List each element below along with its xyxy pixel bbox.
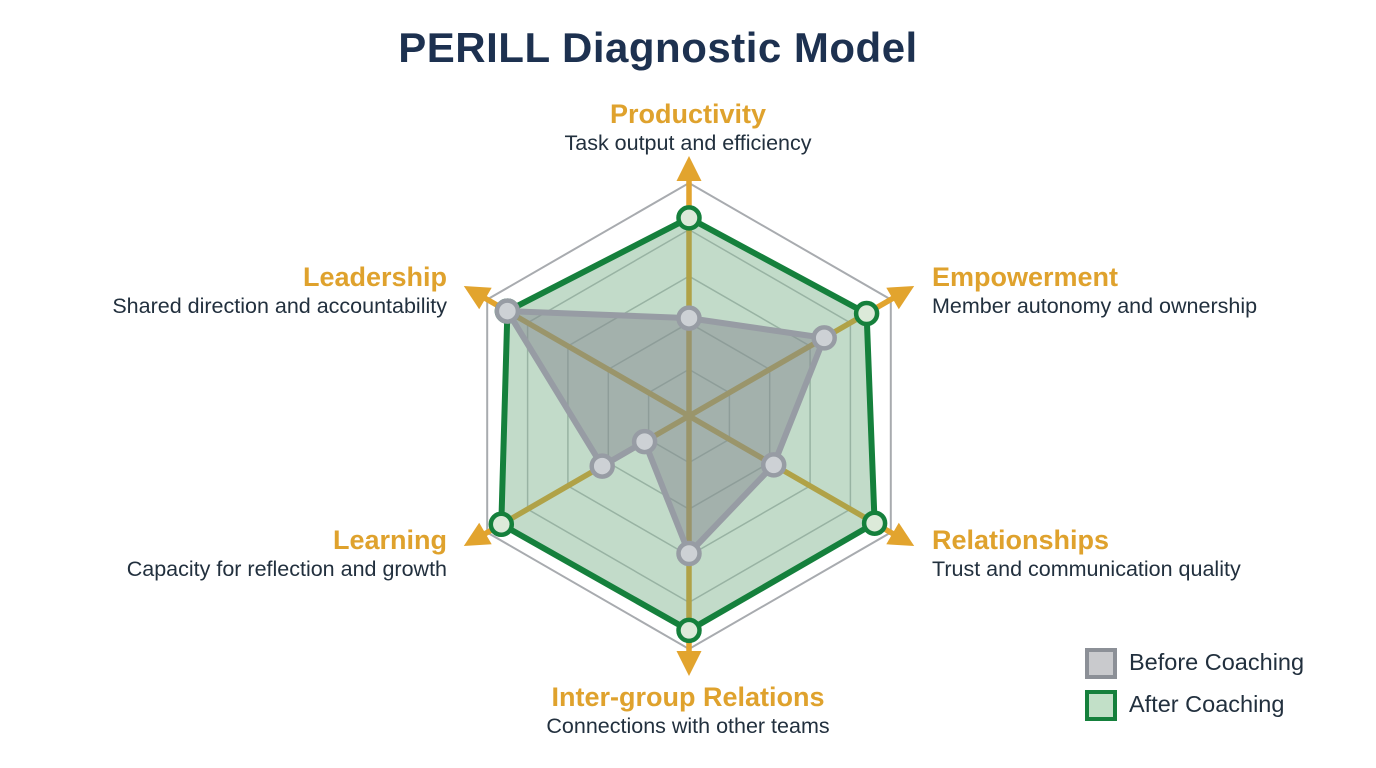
legend-item-after-coaching: After Coaching	[1085, 689, 1304, 721]
axis-arrowhead	[886, 522, 915, 546]
axis-title: Inter-group Relations	[551, 682, 825, 712]
legend: Before Coaching After Coaching	[1085, 647, 1304, 731]
data-point	[494, 298, 521, 324]
data-point	[631, 428, 658, 455]
axis-label-empowerment: Empowerment Member autonomy and ownershi…	[932, 261, 1257, 320]
data-point	[676, 305, 702, 331]
axis-arrowhead	[463, 522, 492, 546]
series-polygon-before-coaching	[504, 308, 828, 557]
data-point	[760, 452, 787, 478]
axis-label-inter-group-relations: Inter-group Relations Connections with o…	[546, 681, 829, 740]
axis-title: Productivity	[609, 99, 767, 129]
data-point	[676, 205, 702, 231]
axis-title: Leadership	[302, 262, 447, 292]
page-title: PERILL Diagnostic Model	[398, 24, 918, 71]
axis-subtitle: Capacity for reflection and growth	[126, 557, 447, 581]
data-point	[589, 453, 615, 479]
axis-subtitle: Connections with other teams	[546, 714, 830, 738]
legend-swatch-before-coaching	[1085, 647, 1117, 679]
legend-swatch-after-coaching	[1085, 689, 1117, 721]
axis-arrowhead	[676, 156, 702, 181]
data-point	[811, 325, 837, 351]
axis-subtitle: Member autonomy and ownership	[932, 294, 1258, 318]
axis-arrowhead	[463, 286, 492, 310]
axis-arrowhead	[676, 651, 702, 676]
data-point	[488, 511, 515, 538]
data-point	[853, 300, 880, 327]
axis-arrowhead	[886, 286, 915, 310]
axis-label-learning: Learning Capacity for reflection and gro…	[127, 524, 447, 583]
axis-title: Learning	[332, 525, 447, 555]
axis-title: Relationships	[932, 525, 1110, 555]
axis-label-productivity: Productivity Task output and efficiency	[564, 98, 811, 157]
axis-subtitle: Task output and efficiency	[564, 131, 812, 155]
axis-label-relationships: Relationships Trust and communication qu…	[932, 524, 1241, 583]
data-point	[676, 540, 702, 567]
axis-subtitle: Shared direction and accountability	[112, 294, 447, 318]
legend-label: Before Coaching	[1129, 649, 1305, 676]
data-point	[861, 510, 888, 536]
data-point	[676, 617, 702, 644]
axis-label-leadership: Leadership Shared direction and accounta…	[112, 261, 447, 320]
legend-item-before-coaching: Before Coaching	[1085, 647, 1304, 679]
axis-title: Empowerment	[932, 262, 1119, 292]
legend-label: After Coaching	[1129, 691, 1285, 718]
axis-subtitle: Trust and communication quality	[932, 557, 1241, 581]
